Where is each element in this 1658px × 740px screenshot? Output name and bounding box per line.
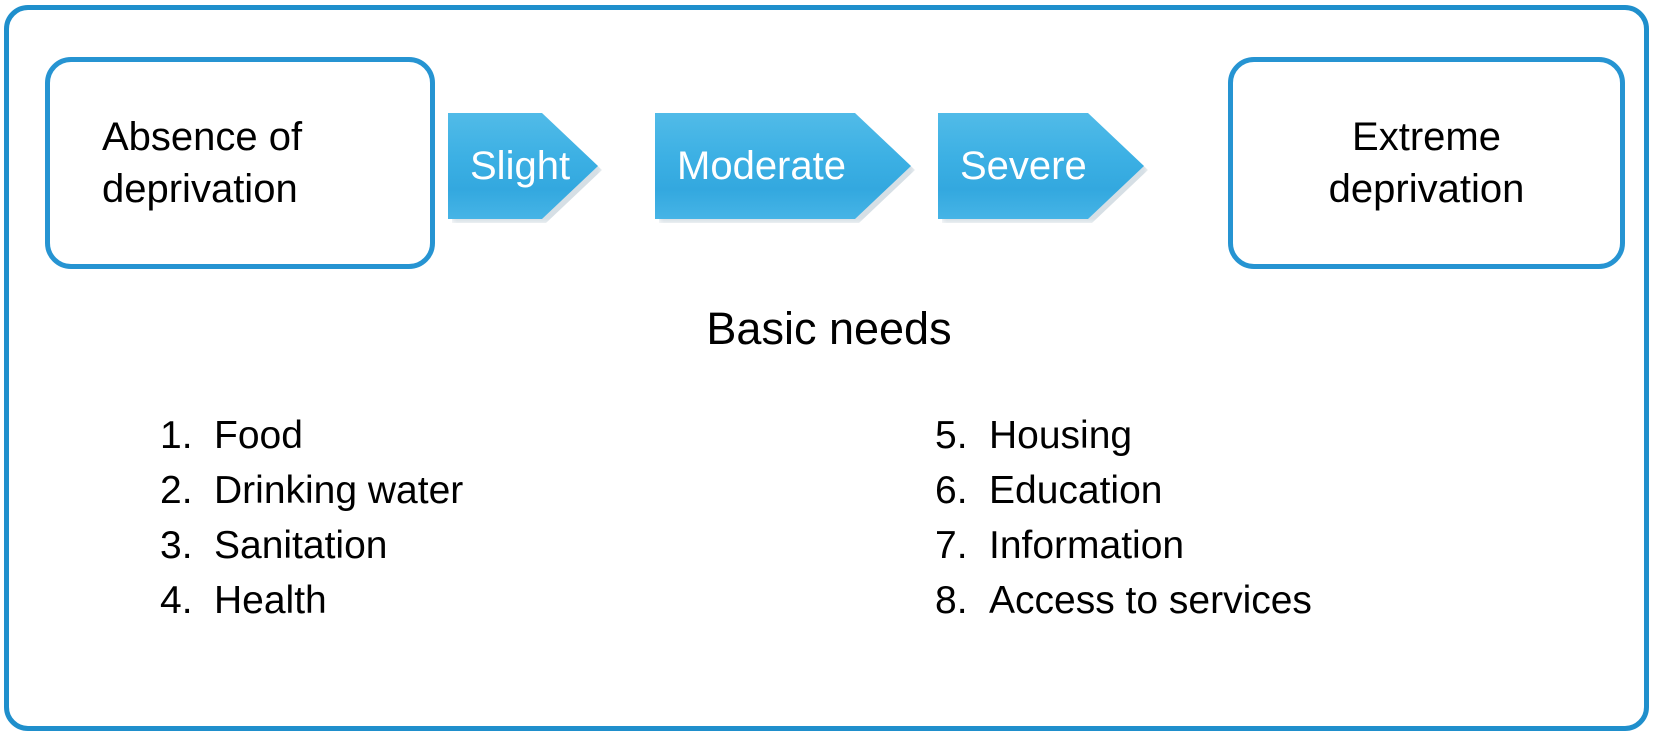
list-item-label: Sanitation (214, 524, 388, 567)
list-item-label: Education (989, 469, 1163, 512)
list-item-label: Food (214, 414, 303, 457)
list-item-number: 4. (160, 579, 193, 622)
list-item-number: 7. (935, 524, 968, 567)
basic-needs-title: Basic needs (706, 303, 952, 354)
list-item-label: Housing (989, 414, 1133, 457)
list-item: 1. Food (160, 408, 463, 463)
list-item-label: Information (989, 524, 1185, 567)
slight-arrow-label: Slight (470, 143, 571, 188)
moderate-arrow: Moderate (655, 113, 911, 219)
list-item: 6. Education (935, 463, 1312, 518)
list-item: 7. Information (935, 518, 1312, 573)
list-item-number: 6. (935, 469, 968, 512)
list-item-label: Health (214, 579, 327, 622)
list-item-label: Access to services (989, 579, 1312, 622)
list-item: 8. Access to services (935, 573, 1312, 628)
list-item: 2. Drinking water (160, 463, 463, 518)
absence-of-deprivation-box: Absence of deprivation (45, 57, 435, 269)
list-item-number: 3. (160, 524, 193, 567)
list-item: 5. Housing (935, 408, 1312, 463)
list-item-number: 1. (160, 414, 193, 457)
severe-arrow-label: Severe (960, 143, 1087, 188)
absence-box-line-2: deprivation (102, 167, 298, 211)
list-item-number: 5. (935, 414, 968, 457)
list-item: 4. Health (160, 573, 463, 628)
list-item-label: Drinking water (214, 469, 464, 512)
list-item: 3. Sanitation (160, 518, 463, 573)
extreme-box-line-1: Extreme (1352, 115, 1501, 159)
needs-list-right-column: 5. Housing 6. Education 7. Information 8… (935, 408, 1312, 628)
moderate-arrow-label: Moderate (677, 143, 846, 188)
extreme-deprivation-box: Extreme deprivation (1228, 57, 1625, 269)
list-item-number: 2. (160, 469, 193, 512)
outer-frame-border (4, 5, 1649, 731)
needs-list-left-column: 1. Food 2. Drinking water 3. Sanitation … (160, 408, 463, 628)
absence-box-line-1: Absence of (102, 115, 303, 159)
extreme-box-line-2: deprivation (1328, 167, 1525, 211)
list-item-number: 8. (935, 579, 968, 622)
